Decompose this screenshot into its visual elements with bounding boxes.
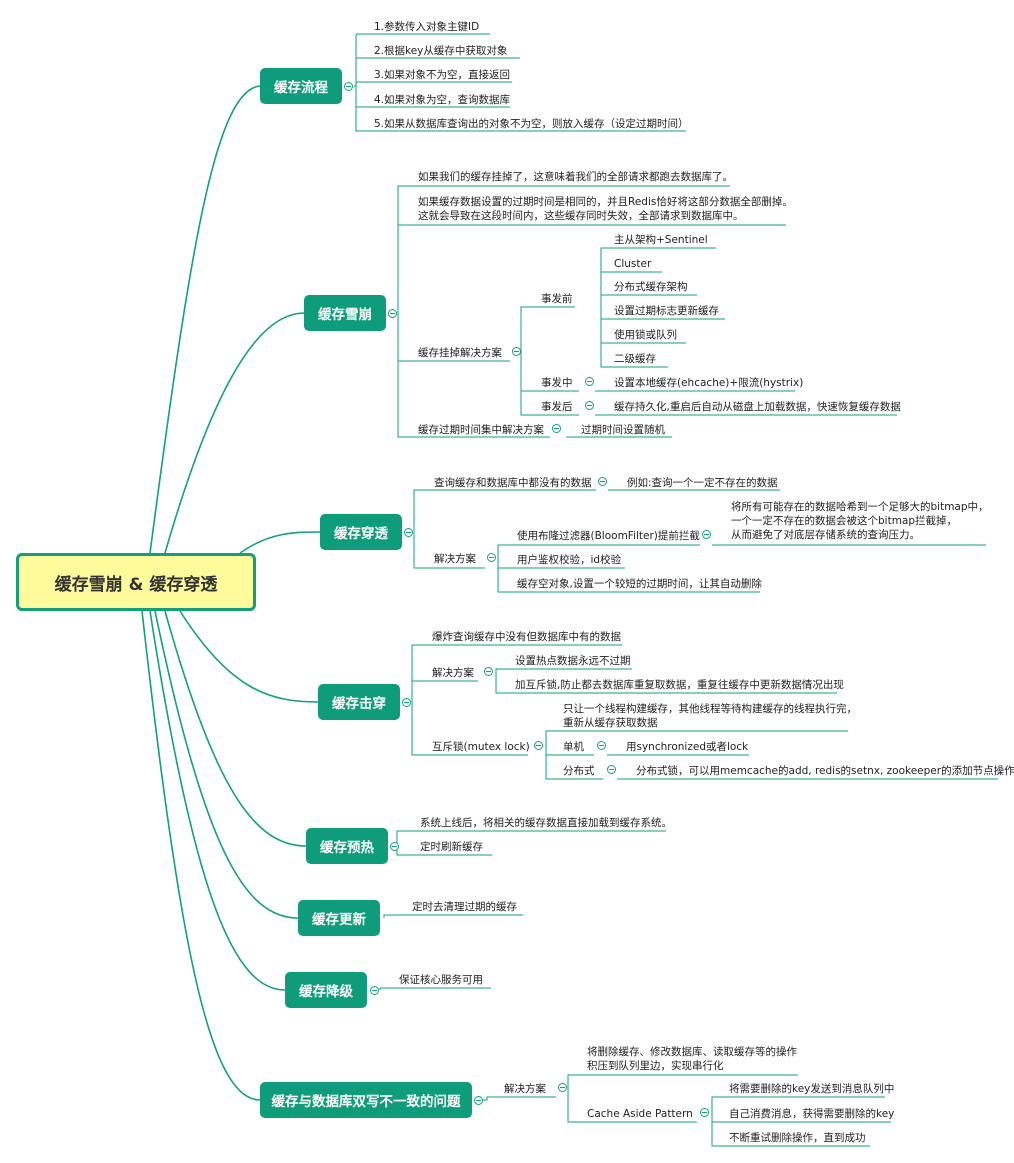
collapse-toggle-icon[interactable] <box>487 553 496 562</box>
after-item[interactable]: 缓存持久化,重启后自动从磁盘上加载数据，快速恢复缓存数据 <box>614 401 901 413</box>
collapse-toggle-icon[interactable] <box>607 765 616 774</box>
cache-aside-item-2[interactable]: 自己消费消息，获得需要删除的key <box>729 1108 895 1120</box>
node-preheat[interactable]: 缓存预热 <box>306 828 388 864</box>
degrade-item[interactable]: 保证核心服务可用 <box>399 974 483 986</box>
collapse-toggle-icon[interactable] <box>700 1108 709 1117</box>
collapse-toggle-icon[interactable] <box>558 1083 567 1092</box>
cache-aside-item-1[interactable]: 将需要删除的key发送到消息队列中 <box>729 1083 895 1095</box>
connector-root-cache-flow <box>149 85 261 554</box>
collapse-toggle-icon[interactable] <box>344 82 353 91</box>
before-item-1[interactable]: 主从架构+Sentinel <box>614 234 708 246</box>
single-item[interactable]: 用synchronized或者lock <box>626 741 749 753</box>
collapse-toggle-icon[interactable] <box>702 530 711 539</box>
before-item-2[interactable]: Cluster <box>614 258 652 270</box>
collapse-toggle-icon[interactable] <box>474 1096 483 1105</box>
cache-flow-step-2[interactable]: 2.根据key从缓存中获取对象 <box>374 45 508 57</box>
avalanche-reason-line-2[interactable]: 这就会导致在这段时间内，这些缓存同时失效，全部请求到数据库中。 <box>418 210 744 222</box>
before-item-6[interactable]: 二级缓存 <box>614 353 656 365</box>
cache-empty-object[interactable]: 缓存空对象,设置一个较短的过期时间，让其自动删除 <box>517 578 762 590</box>
avalanche-reason-line-1[interactable]: 如果缓存数据设置的过期时间是相同的，并且Redis恰好将这部分数据全部删掉。 <box>418 196 793 208</box>
collapse-toggle-icon[interactable] <box>484 667 493 676</box>
collapse-toggle-icon[interactable] <box>404 528 413 537</box>
collapse-toggle-icon[interactable] <box>597 741 606 750</box>
penetration-example[interactable]: 例如:查询一个一定不存在的数据 <box>627 477 778 489</box>
connector-root-consistency <box>141 610 261 1101</box>
distributed-label[interactable]: 分布式 <box>563 765 595 777</box>
collapse-toggle-icon[interactable] <box>534 741 543 750</box>
breakdown-desc[interactable]: 爆炸查询缓存中没有但数据库中有的数据 <box>432 631 621 643</box>
during-label[interactable]: 事发中 <box>541 377 573 389</box>
collapse-toggle-icon[interactable] <box>370 986 379 995</box>
mutex-desc-line-2[interactable]: 重新从缓存获取数据 <box>563 717 658 729</box>
before-label[interactable]: 事发前 <box>541 293 573 305</box>
cache-flow-step-1[interactable]: 1.参数传入对象主键ID <box>374 21 480 33</box>
connector-root-degrade <box>149 610 286 991</box>
expire-item[interactable]: 过期时间设置随机 <box>581 424 665 436</box>
collapse-toggle-icon[interactable] <box>512 347 521 356</box>
node-update[interactable]: 缓存更新 <box>298 900 380 936</box>
expire-label[interactable]: 缓存过期时间集中解决方案 <box>418 424 544 436</box>
connector-root-update <box>154 610 299 919</box>
collapse-toggle-icon[interactable] <box>585 377 594 386</box>
single-label[interactable]: 单机 <box>563 741 584 753</box>
breakdown-solution-1[interactable]: 设置热点数据永远不过期 <box>515 655 631 667</box>
bloom-detail-line-1[interactable]: 将所有可能存在的数据哈希到一个足够大的bitmap中， <box>731 501 989 513</box>
consistency-solution-label[interactable]: 解决方案 <box>504 1083 546 1095</box>
before-item-4[interactable]: 设置过期标志更新缓存 <box>614 305 719 317</box>
connector-root-avalanche <box>164 312 305 554</box>
bloom-filter[interactable]: 使用布隆过滤器(BloomFilter)提前拦截 <box>517 530 700 542</box>
cache-flow-step-3[interactable]: 3.如果对象不为空，直接返回 <box>374 69 511 81</box>
node-cache-flow[interactable]: 缓存流程 <box>260 68 342 104</box>
before-item-5[interactable]: 使用锁或队列 <box>614 329 677 341</box>
collapse-toggle-icon[interactable] <box>390 842 399 851</box>
cache-flow-step-5[interactable]: 5.如果从数据库查询出的对象不为空，则放入缓存（设定过期时间） <box>374 118 689 130</box>
breakdown-solution-label[interactable]: 解决方案 <box>432 667 474 679</box>
serial-line-2[interactable]: 积压到队列里边，实现串行化 <box>587 1060 724 1072</box>
bloom-detail-line-2[interactable]: 一个一定不存在的数据会被这个bitmap拦截掉， <box>731 515 958 527</box>
node-avalanche[interactable]: 缓存雪崩 <box>304 295 386 331</box>
before-item-3[interactable]: 分布式缓存架构 <box>614 281 688 293</box>
penetration-solution-label[interactable]: 解决方案 <box>434 553 476 565</box>
update-item[interactable]: 定时去清理过期的缓存 <box>412 901 517 913</box>
avalanche-solution-label[interactable]: 缓存挂掉解决方案 <box>418 347 502 359</box>
cache-aside-label[interactable]: Cache Aside Pattern <box>587 1108 693 1120</box>
avalanche-intro[interactable]: 如果我们的缓存挂掉了，这意味着我们的全部请求都跑去数据库了。 <box>418 171 733 183</box>
mutex-desc-line-1[interactable]: 只让一个线程构建缓存，其他线程等待构建缓存的线程执行完， <box>563 703 857 715</box>
auth-check[interactable]: 用户鉴权校验，id校验 <box>517 554 622 566</box>
breakdown-solution-2[interactable]: 加互斥锁,防止都去数据库重复取数据，重复往缓存中更新数据情况出现 <box>515 679 844 691</box>
collapse-toggle-icon[interactable] <box>598 477 607 486</box>
connector-root-breakdown <box>179 610 319 703</box>
serial-line-1[interactable]: 将删除缓存、修改数据库、读取缓存等的操作 <box>587 1046 797 1058</box>
connector-root-preheat <box>164 610 307 847</box>
penetration-desc[interactable]: 查询缓存和数据库中都没有的数据 <box>434 477 592 489</box>
after-label[interactable]: 事发后 <box>541 401 573 413</box>
collapse-toggle-icon[interactable] <box>552 424 561 433</box>
node-breakdown[interactable]: 缓存击穿 <box>318 684 400 720</box>
node-penetration[interactable]: 缓存穿透 <box>320 514 402 550</box>
preheat-item-2[interactable]: 定时刷新缓存 <box>420 841 483 853</box>
node-consistency[interactable]: 缓存与数据库双写不一致的问题 <box>260 1082 472 1118</box>
collapse-toggle-icon[interactable] <box>585 401 594 410</box>
collapse-toggle-icon[interactable] <box>402 698 411 707</box>
during-item[interactable]: 设置本地缓存(ehcache)+限流(hystrix) <box>614 377 804 389</box>
cache-aside-item-3[interactable]: 不断重试删除操作，直到成功 <box>729 1132 866 1144</box>
collapse-toggle-icon[interactable] <box>388 309 397 318</box>
mutex-label[interactable]: 互斥锁(mutex lock) <box>432 741 530 753</box>
node-degrade[interactable]: 缓存降级 <box>285 972 367 1008</box>
cache-flow-step-4[interactable]: 4.如果对象为空，查询数据库 <box>374 94 511 106</box>
bloom-detail-line-3[interactable]: 从而避免了对底层存储系统的查询压力。 <box>731 529 920 541</box>
preheat-item-1[interactable]: 系统上线后，将相关的缓存数据直接加载到缓存系统。 <box>420 817 672 829</box>
distributed-item[interactable]: 分布式锁，可以用memcache的add, redis的setnx, zooke… <box>636 765 1014 777</box>
connector-root-penetration <box>239 531 321 554</box>
root-topic[interactable]: 缓存雪崩 & 缓存穿透 <box>16 553 256 611</box>
